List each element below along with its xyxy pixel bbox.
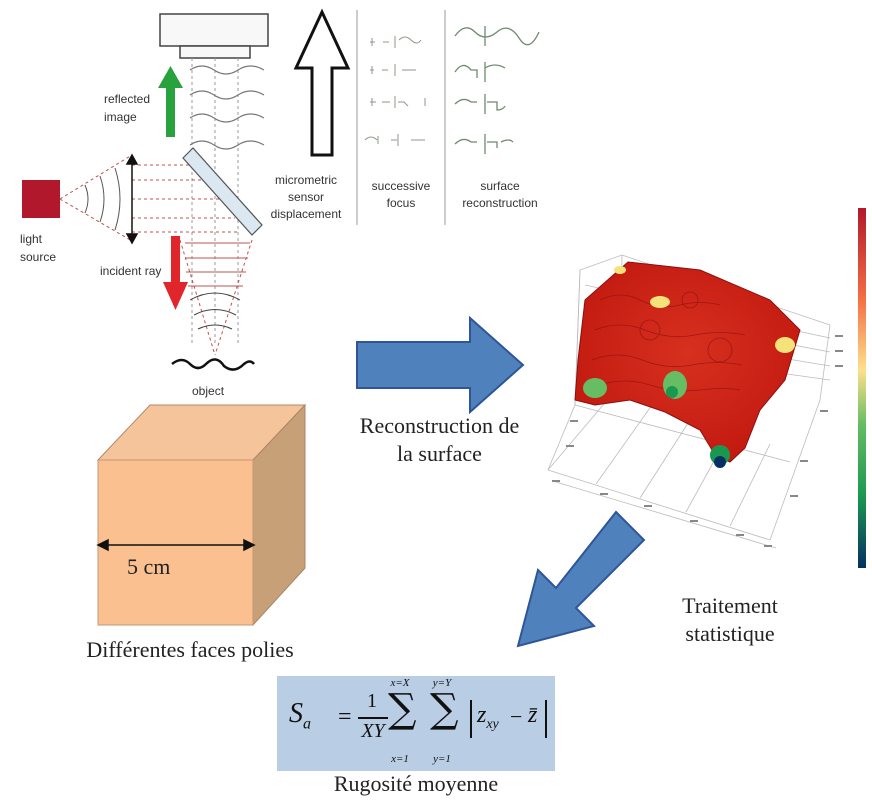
formula-term-sub: xy bbox=[486, 716, 499, 732]
reflected-arrow bbox=[158, 66, 183, 137]
arrow-reconstruction bbox=[356, 315, 525, 415]
treatment-label: Traitement statistique bbox=[682, 593, 778, 646]
beam-splitter bbox=[182, 147, 263, 236]
abs-left-bar bbox=[470, 700, 472, 738]
sum1-upper-limit: x=X bbox=[390, 677, 410, 689]
incident-ray-lines bbox=[185, 242, 250, 287]
sum2-lower-limit: y=1 bbox=[433, 753, 451, 765]
formula-fraction-denominator: XY bbox=[361, 720, 385, 742]
incident-arrow bbox=[163, 236, 188, 310]
arrow-treatment bbox=[516, 510, 646, 648]
colorbar bbox=[858, 208, 866, 568]
sample-caption: Différentes faces polies bbox=[86, 637, 294, 662]
reflected-waves bbox=[189, 65, 265, 150]
reconstruction-plots bbox=[454, 26, 540, 154]
reconstruction-label: Reconstruction de la surface bbox=[359, 413, 520, 466]
incident-rays bbox=[179, 239, 253, 356]
surface-valleys bbox=[583, 266, 795, 468]
formula-zbar: z̄ bbox=[528, 702, 538, 728]
sample-cube bbox=[96, 403, 307, 627]
light-cone bbox=[59, 154, 240, 242]
wavefronts bbox=[84, 167, 121, 231]
formula-minus: − bbox=[510, 704, 523, 729]
dimension-arrow bbox=[96, 538, 256, 552]
light-source-label: light source bbox=[20, 232, 57, 264]
focus-arcs bbox=[189, 292, 241, 330]
surface-reconstruction-label: surface reconstruction bbox=[462, 179, 538, 210]
formula-equals: = bbox=[338, 704, 352, 730]
incident-ray-label: incident ray bbox=[100, 264, 162, 278]
successive-focus-label: successive focus bbox=[371, 179, 431, 210]
formula-box bbox=[277, 676, 555, 771]
reflected-image-label: reflected image bbox=[104, 92, 151, 124]
camera-housing bbox=[159, 13, 269, 59]
abs-right-bar bbox=[545, 700, 547, 738]
formula-fraction-bar bbox=[358, 717, 388, 719]
surface-plot bbox=[574, 261, 801, 463]
sum2-upper-limit: y=Y bbox=[432, 677, 452, 689]
formula-term: zxy bbox=[477, 702, 499, 732]
formula-fraction-numerator: 1 bbox=[367, 690, 377, 712]
panel-separators bbox=[356, 10, 446, 225]
formula-caption: Rugosité moyenne bbox=[333, 771, 499, 796]
surface-plot-ticks bbox=[552, 335, 843, 547]
formula-lhs: Sa bbox=[289, 698, 311, 733]
object-label: object bbox=[192, 384, 225, 398]
dimension-label: 5 cm bbox=[127, 554, 171, 579]
sum2-symbol: ∑ bbox=[430, 686, 459, 732]
focus-plots bbox=[364, 36, 426, 146]
formula-lhs-sub: a bbox=[303, 715, 311, 733]
sum1-lower-limit: x=1 bbox=[391, 753, 409, 765]
sensor-displacement-label: micrometric sensor displacement bbox=[270, 173, 342, 221]
lens-arrow bbox=[125, 153, 139, 245]
light-source bbox=[22, 180, 60, 218]
object-surface bbox=[171, 358, 255, 371]
displacement-arrow bbox=[293, 8, 351, 157]
sum1-symbol: ∑ bbox=[388, 686, 417, 732]
